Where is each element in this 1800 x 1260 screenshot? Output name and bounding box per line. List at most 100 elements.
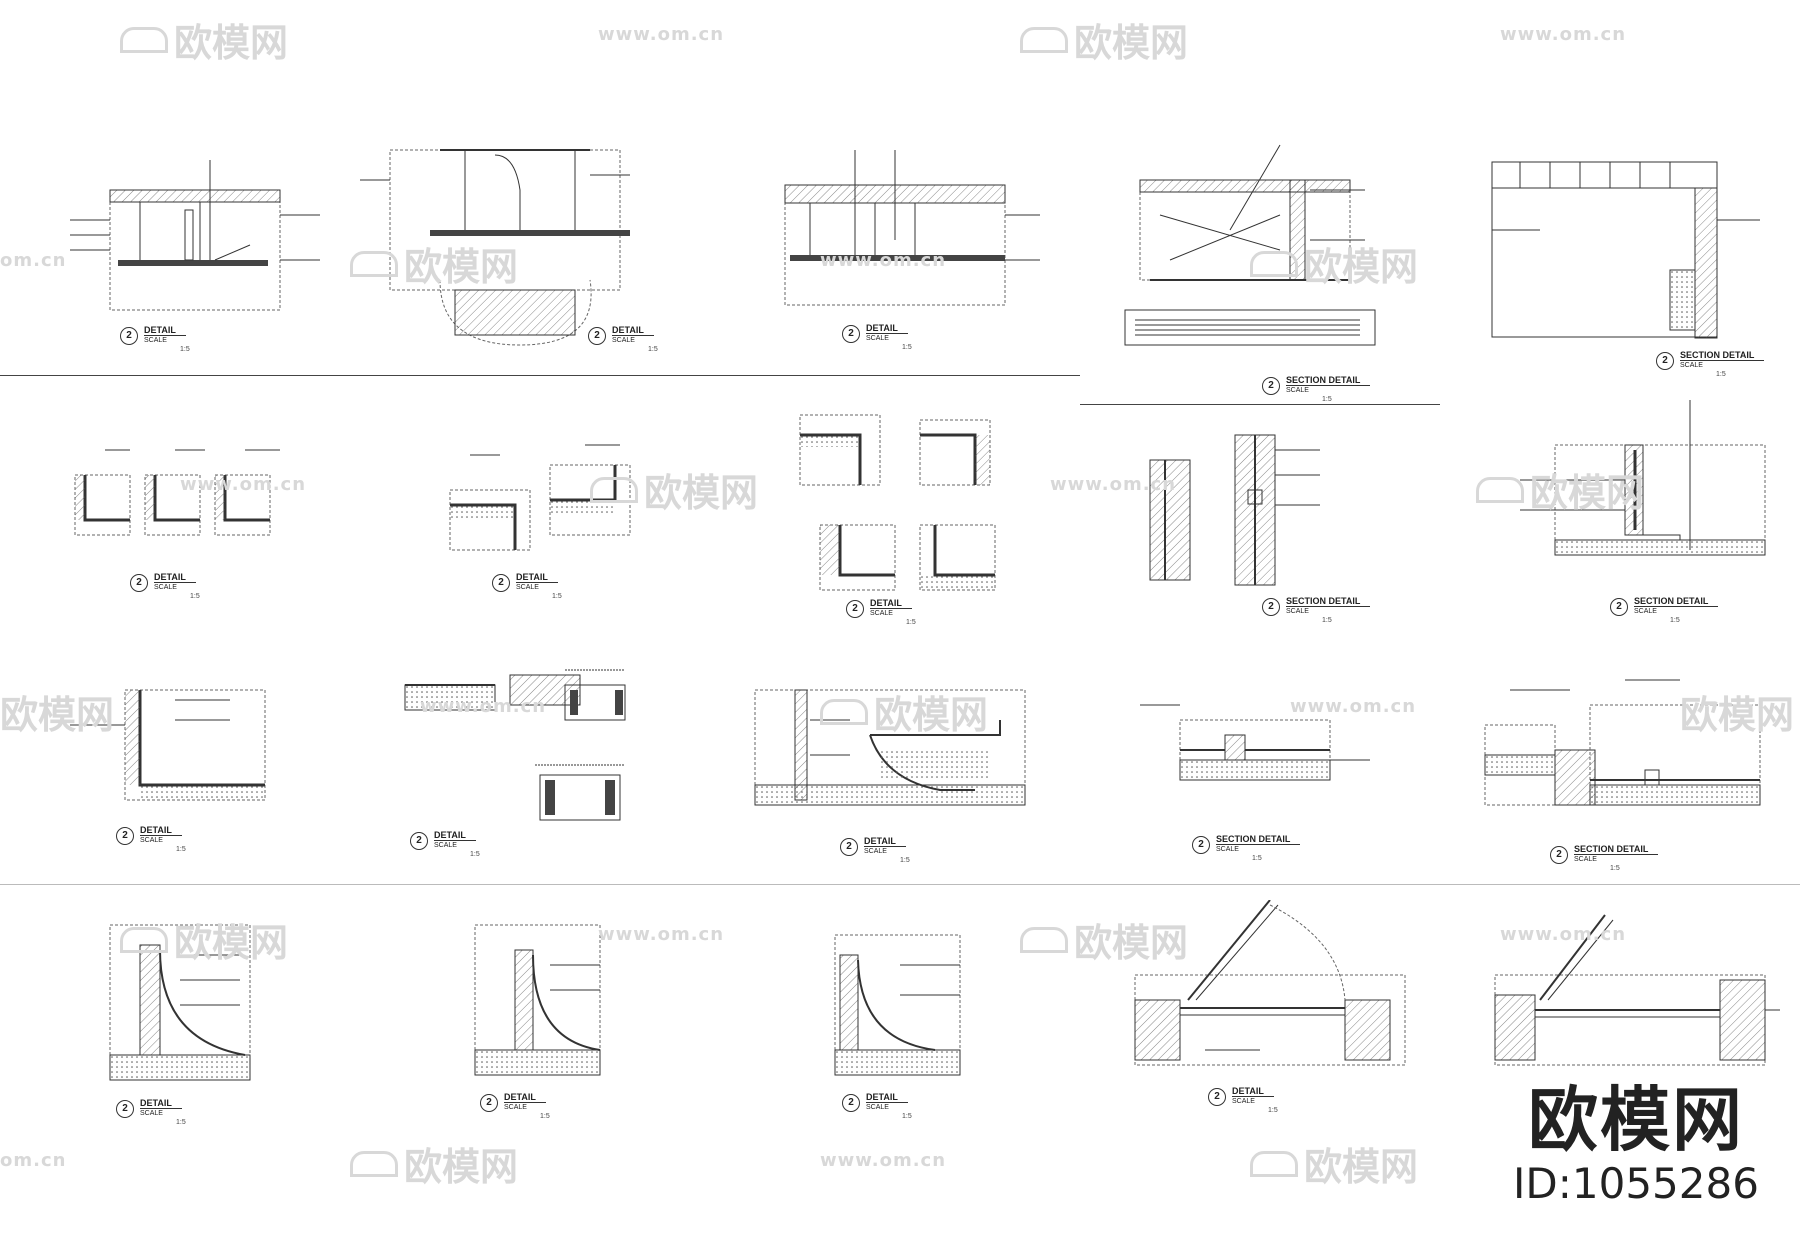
detail-title: DETAIL (140, 1098, 182, 1109)
detail-title: DETAIL (870, 598, 912, 609)
wall-elevation-section-drawing (1491, 161, 1760, 339)
sofa-icon (1020, 26, 1068, 53)
stone-joint-details-drawing (404, 669, 626, 821)
ceiling-detail-drawing (70, 160, 320, 311)
watermark-logo: 欧模网 (1020, 12, 1188, 67)
detail-number: 2 (116, 826, 134, 845)
detail-cell (0, 660, 360, 860)
sofa-icon (1250, 1150, 1298, 1177)
scale-label: SCALE (1574, 856, 1597, 863)
pool-edge-section-drawing (474, 924, 601, 1076)
door-frame-section-drawing (1520, 400, 1766, 556)
detail-cell (0, 420, 360, 620)
watermark-url: www.om.cn (820, 1150, 947, 1171)
scale-label: SCALE (516, 584, 539, 591)
curved-step-section-drawing (754, 689, 1026, 806)
bath-wall-section-drawing (109, 924, 251, 1081)
detail-title: DETAIL (504, 1092, 546, 1103)
model-id: ID:1055286 (1513, 1159, 1759, 1208)
row-divider-1 (0, 375, 1080, 376)
scale-label: SCALE (870, 610, 893, 617)
watermark-logo: 欧模网 (1250, 1136, 1418, 1191)
scale-ratio: 1:5 (906, 619, 916, 626)
detail-title: DETAIL (144, 325, 186, 336)
wall-section-drawing (1149, 434, 1320, 586)
detail-number: 2 (846, 599, 864, 618)
door-plan-section-drawing (1134, 900, 1406, 1066)
watermark-url: www.om.cn (598, 24, 725, 45)
row-divider-1b (1080, 404, 1440, 405)
watermark-url: om.cn (0, 1150, 67, 1171)
sofa-icon (350, 1150, 398, 1177)
scale-label: SCALE (866, 335, 889, 342)
detail-number: 2 (1192, 835, 1210, 854)
detail-number: 2 (120, 326, 138, 345)
detail-title: DETAIL (434, 830, 476, 841)
scale-label: SCALE (154, 584, 177, 591)
curtain-box-section-drawing (1124, 144, 1376, 346)
scale-label: SCALE (1286, 608, 1309, 615)
watermark-logo: 欧模网 (350, 1136, 518, 1191)
scale-ratio: 1:5 (190, 593, 200, 600)
detail-number: 2 (1208, 1087, 1226, 1106)
scale-ratio: 1:5 (902, 344, 912, 351)
detail-number: 2 (130, 573, 148, 592)
detail-title: DETAIL (864, 836, 906, 847)
scale-ratio: 1:5 (1610, 865, 1620, 872)
detail-title: DETAIL (866, 323, 908, 334)
detail-number: 2 (1656, 351, 1674, 370)
scale-label: SCALE (1286, 387, 1309, 394)
detail-number: 2 (588, 326, 606, 345)
detail-title: SECTION DETAIL (1286, 375, 1371, 386)
detail-cell (1080, 660, 1440, 860)
scale-ratio: 1:5 (1670, 617, 1680, 624)
detail-title: SECTION DETAIL (1216, 834, 1301, 845)
scale-ratio: 1:5 (552, 593, 562, 600)
detail-title: DETAIL (1232, 1086, 1274, 1097)
detail-number: 2 (116, 1099, 134, 1118)
detail-number: 2 (492, 573, 510, 592)
scale-ratio: 1:5 (176, 1119, 186, 1126)
detail-cell (1440, 660, 1800, 860)
floor-grate-section-drawing (1484, 679, 1761, 806)
corner-details-drawing (74, 449, 280, 536)
detail-title: SECTION DETAIL (1574, 844, 1659, 855)
detail-number: 2 (1262, 376, 1280, 395)
scale-ratio: 1:5 (1716, 371, 1726, 378)
detail-number: 2 (480, 1093, 498, 1112)
detail-cell (360, 900, 720, 1120)
detail-number: 2 (842, 1093, 860, 1112)
detail-number: 2 (1550, 845, 1568, 864)
sofa-icon (120, 26, 168, 53)
brand-block: 欧模网 ID:1055286 (1513, 1080, 1759, 1208)
scale-label: SCALE (1216, 846, 1239, 853)
brand-logo: 欧模网 (1527, 1079, 1744, 1161)
detail-number: 2 (1262, 597, 1280, 616)
detail-cell (720, 900, 1080, 1120)
scale-ratio: 1:5 (1322, 396, 1332, 403)
floor-transition-section-drawing (1140, 704, 1370, 781)
scale-ratio: 1:5 (902, 1113, 912, 1120)
detail-cell (1440, 400, 1800, 620)
scale-label: SCALE (434, 842, 457, 849)
scale-label: SCALE (504, 1104, 527, 1111)
suspended-ceiling-drawing (784, 150, 1040, 306)
scale-ratio: 1:5 (1252, 855, 1262, 862)
detail-title: DETAIL (140, 825, 182, 836)
watermark-logo: 欧模网 (120, 12, 288, 67)
detail-title: DETAIL (154, 572, 196, 583)
detail-cell (1080, 900, 1440, 1120)
